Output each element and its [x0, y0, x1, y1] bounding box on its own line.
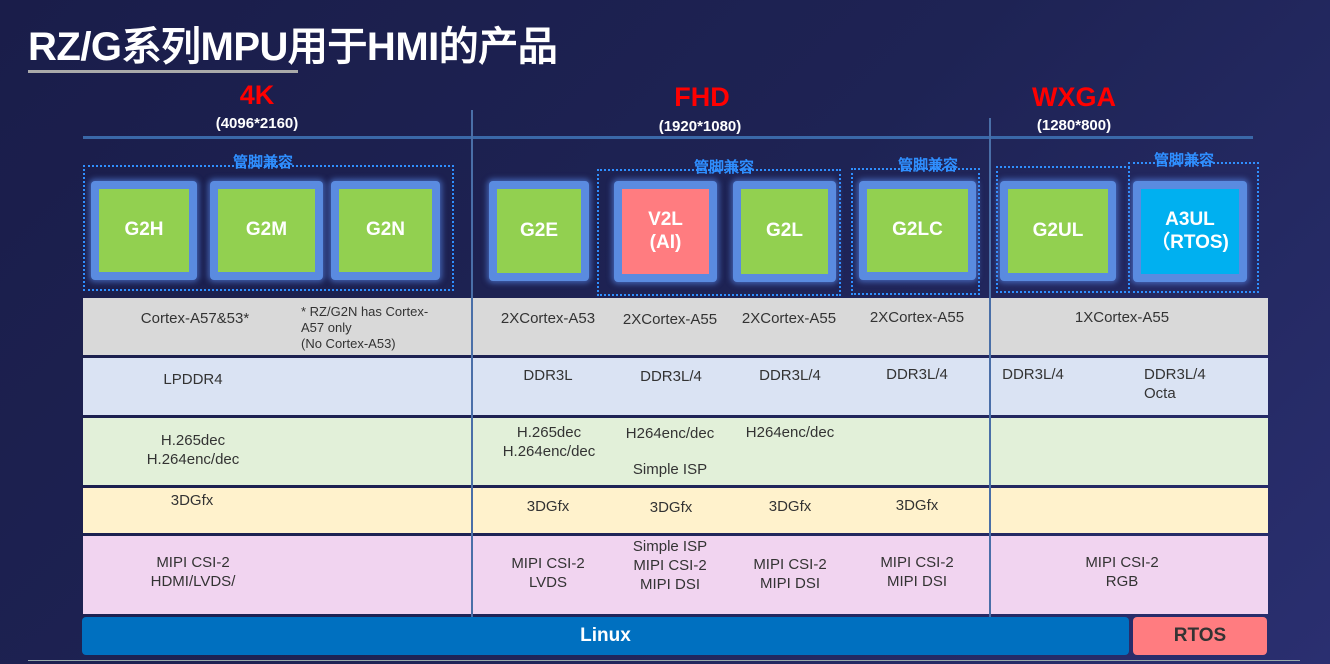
header-divider	[83, 136, 1253, 139]
intf-g2l: MIPI CSI-2 MIPI DSI	[753, 556, 827, 592]
page-title: RZ/G系列MPU用于HMI的产品	[28, 25, 558, 69]
row-divider-4k-fhd	[471, 298, 473, 616]
cpu-4k: Cortex-A57&53*	[140, 310, 250, 327]
chip-g2ul-label: G2UL	[1008, 189, 1108, 273]
footer-divider	[28, 660, 1300, 661]
video-4k: H.265dec H.264enc/dec	[146, 432, 240, 468]
chip-g2m: G2M	[210, 181, 323, 280]
row-cpu	[83, 298, 1268, 355]
chip-v2l-label: V2L (AI)	[622, 189, 709, 274]
row-video	[83, 418, 1268, 485]
video-g2l: H264enc/dec	[745, 424, 835, 441]
compat-group-4k	[83, 165, 454, 291]
compat-group-g2lc	[851, 168, 980, 295]
mem-g2e: DDR3L	[523, 367, 573, 384]
cpu-g2l: 2XCortex-A55	[741, 310, 837, 327]
cpu-4k-note: * RZ/G2N has Cortex- A57 only (No Cortex…	[301, 304, 429, 351]
gfx-v2l: 3DGfx	[649, 499, 693, 516]
chip-g2l-label: G2L	[741, 189, 828, 274]
mem-v2l: DDR3L/4	[640, 368, 702, 385]
mem-a3ul: DDR3L/4 Octa	[1144, 366, 1206, 402]
chip-g2n: G2N	[331, 181, 440, 280]
compat-group-a3ul	[1128, 162, 1259, 293]
mem-4k: LPDDR4	[163, 371, 223, 388]
res-fhd-label: FHD	[674, 82, 730, 112]
chip-g2ul: G2UL	[1000, 181, 1116, 281]
res-4k-label: 4K	[239, 80, 275, 110]
chip-g2h-label: G2H	[99, 189, 189, 272]
row-memory	[83, 358, 1268, 415]
video-v2l: H264enc/dec	[625, 425, 715, 442]
intf-v2l: Simple ISP MIPI CSI-2 MIPI DSI	[632, 538, 708, 593]
gfx-4k: 3DGfx	[170, 492, 214, 509]
intf-wxga: MIPI CSI-2 RGB	[1085, 554, 1159, 590]
compat-label-v2l-g2l: 管脚兼容	[693, 159, 754, 176]
intf-g2lc: MIPI CSI-2 MIPI DSI	[880, 554, 954, 590]
intf-g2e: MIPI CSI-2 LVDS	[511, 555, 585, 591]
chip-g2m-label: G2M	[218, 189, 315, 272]
gfx-g2lc: 3DGfx	[895, 497, 939, 514]
title-underline	[28, 70, 298, 73]
cpu-g2e: 2XCortex-A53	[500, 310, 596, 327]
chip-a3ul: A3UL （RTOS)	[1133, 181, 1247, 282]
chip-g2n-label: G2N	[339, 189, 432, 272]
compat-label-wxga: 管脚兼容	[1153, 152, 1214, 169]
res-fhd-size: (1920*1080)	[658, 118, 742, 135]
chip-g2l: G2L	[733, 181, 836, 282]
chip-a3ul-label: A3UL （RTOS)	[1141, 189, 1239, 274]
gfx-g2e: 3DGfx	[526, 498, 570, 515]
video-g2e: H.265dec H.264enc/dec	[502, 424, 596, 460]
cpu-v2l: 2XCortex-A55	[622, 311, 718, 328]
cpu-g2lc: 2XCortex-A55	[869, 309, 965, 326]
chip-g2e: G2E	[489, 181, 589, 281]
mem-g2ul: DDR3L/4	[1002, 366, 1064, 383]
cpu-wxga: 1XCortex-A55	[1074, 309, 1170, 326]
res-wxga-size: (1280*800)	[1036, 117, 1112, 134]
mem-g2lc: DDR3L/4	[886, 366, 948, 383]
os-rtos-bar: RTOS	[1133, 617, 1267, 655]
chip-g2h: G2H	[91, 181, 197, 280]
gfx-g2l: 3DGfx	[768, 498, 812, 515]
res-wxga-label: WXGA	[1032, 82, 1116, 112]
chip-v2l: V2L (AI)	[614, 181, 717, 282]
res-4k-size: (4096*2160)	[215, 115, 299, 132]
os-linux-bar: Linux	[82, 617, 1129, 655]
intf-4k: MIPI CSI-2 HDMI/LVDS/	[150, 554, 236, 590]
row-divider-fhd-wxga	[989, 298, 991, 616]
video-v2l-isp: Simple ISP	[632, 461, 708, 478]
compat-group-v2l-g2l	[597, 169, 841, 296]
mem-g2l: DDR3L/4	[759, 367, 821, 384]
chip-g2lc: G2LC	[859, 181, 976, 280]
chip-g2lc-label: G2LC	[867, 189, 968, 272]
row-graphics	[83, 488, 1268, 533]
row-interface	[83, 536, 1268, 614]
chip-g2e-label: G2E	[497, 189, 581, 273]
